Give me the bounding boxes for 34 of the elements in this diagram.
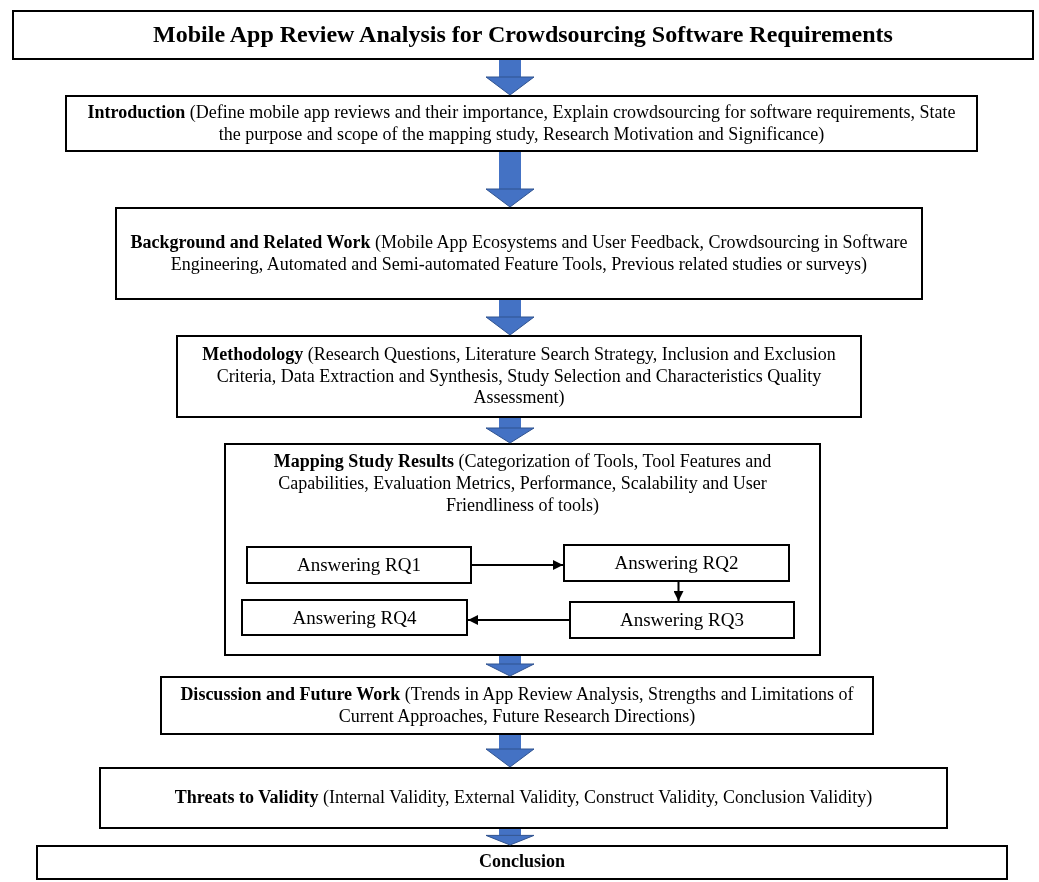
step-box bbox=[241, 599, 468, 636]
section-box bbox=[12, 10, 1034, 60]
block-arrow bbox=[485, 300, 535, 336]
section-box bbox=[36, 845, 1008, 880]
section-text: Background and Related Work (Mobile App Ecosystems and User Feedback, Crowdsourcing in Software Engineering, Automated and Semi-automated Feature Tools, Previous related studies or surveys) bbox=[129, 231, 909, 276]
section-box bbox=[224, 443, 821, 656]
step-box bbox=[569, 601, 795, 639]
section-text: Discussion and Future Work (Trends in App Review Analysis, Strengths and Limitations of Current Approaches, Future Research Directions) bbox=[179, 683, 855, 728]
step-text: Answering RQ4 bbox=[292, 605, 417, 630]
step-text: Answering RQ1 bbox=[297, 553, 421, 577]
block-arrow bbox=[485, 152, 535, 208]
section-box bbox=[65, 95, 978, 152]
block-arrow bbox=[485, 829, 535, 846]
block-arrow bbox=[485, 735, 535, 768]
block-arrow bbox=[485, 656, 535, 677]
step-box bbox=[246, 546, 472, 584]
arrow bbox=[673, 581, 684, 602]
section-text: Mapping Study Results (Categorization of Tools, Tool Features and Capabilities, Evaluation Metrics, Performance, Scalability and User Friendliness of tools) bbox=[272, 451, 773, 517]
block-arrow bbox=[485, 418, 535, 444]
section-box bbox=[160, 676, 874, 735]
step-box bbox=[563, 544, 790, 582]
section-text: Introduction (Define mobile app reviews and their importance, Explain crowdsourcing for software requirements, State the purpose and scope of the mapping study, Research Motivation and Significance) bbox=[86, 101, 957, 146]
arrow bbox=[471, 560, 564, 570]
block-arrow bbox=[485, 60, 535, 96]
section-text: Conclusion bbox=[479, 851, 565, 873]
title-text: Mobile App Review Analysis for Crowdsourcing Software Requirements bbox=[153, 20, 893, 50]
section-box bbox=[115, 207, 923, 300]
section-text: Threats to Validity (Internal Validity, External Validity, Construct Validity, Conclusion Validity) bbox=[174, 787, 873, 809]
section-box bbox=[99, 767, 948, 829]
step-text: Answering RQ2 bbox=[614, 551, 739, 575]
arrow bbox=[467, 615, 570, 625]
step-text: Answering RQ3 bbox=[620, 608, 744, 632]
section-box bbox=[176, 335, 862, 418]
section-text: Methodology (Research Questions, Literature Search Strategy, Inclusion and Exclusion Criteria, Data Extraction and Synthesis, Study Selection and Characteristics Quality Assessment) bbox=[201, 343, 837, 410]
